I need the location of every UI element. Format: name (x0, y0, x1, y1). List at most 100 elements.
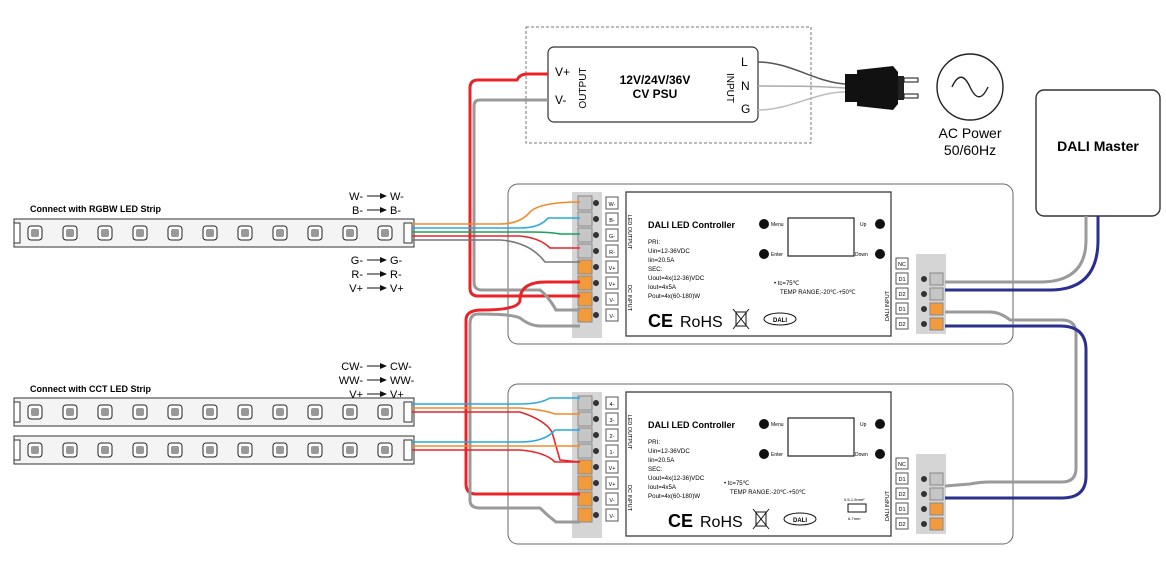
terminal-hole (593, 232, 599, 238)
terminal-screw (577, 491, 593, 507)
terminal-screw (577, 427, 593, 443)
ac-plug-icon (845, 66, 919, 110)
led-chip-core (101, 408, 109, 416)
terminal-hole (921, 306, 927, 312)
pair-from-label: B- (352, 205, 363, 217)
sine-wave-icon (951, 76, 989, 98)
spec-iout: Iout=4x5A (648, 484, 677, 491)
led-chip-core (66, 229, 74, 237)
up-label: Up (860, 222, 867, 228)
wire-rgbw-w (412, 201, 581, 225)
dali-logo-outline (783, 512, 817, 526)
terminal-hole (593, 416, 599, 422)
terminal-screw (929, 502, 944, 516)
display-screen (787, 217, 855, 257)
arrow-head-icon (380, 257, 387, 263)
terminal-label-box (605, 308, 619, 322)
led-chip-core (381, 446, 389, 454)
spec-uout: Uout=4x(12-36)VDC (648, 275, 705, 282)
terminal-hole (593, 464, 599, 470)
wire-spec-label: 0.5-1.5mm² (844, 497, 865, 502)
ac-frequency-label: 50/60Hz (944, 142, 996, 158)
led-chip-core (171, 446, 179, 454)
wire-strip-icon (847, 503, 867, 513)
terminal-screw (577, 443, 593, 459)
led-chip-core (171, 408, 179, 416)
spec-iin: Iin=20.5A (648, 457, 675, 464)
terminal-screw (929, 287, 944, 301)
strip-spec-label: 6-7mm (848, 516, 861, 521)
pair-to-label: V+ (390, 389, 404, 401)
terminal-label: R- (609, 250, 615, 256)
pair-to-label: B- (390, 205, 401, 217)
terminal-hole (593, 280, 599, 286)
terminal-screw (577, 307, 593, 323)
terminal-hole (593, 512, 599, 518)
terminal-screw (577, 411, 593, 427)
dali-input-label: DALI INPUT (885, 290, 891, 321)
terminal-screw (929, 472, 944, 486)
terminal-label: V- (609, 498, 614, 504)
dali-logo-outline (763, 312, 797, 326)
terminal-screw (577, 395, 593, 411)
terminal-hole (921, 521, 927, 527)
terminal-label: V- (609, 514, 614, 520)
left-terminal-block: W-B-G-R-V+V+V-V- (572, 192, 619, 338)
led-chip-core (311, 446, 319, 454)
menu-label: Menu (771, 222, 784, 228)
up-button (875, 419, 885, 429)
weee-bin-icon (752, 508, 770, 530)
controller-title: DALI LED Controller (648, 420, 735, 430)
dc-input-label: DC INPUT (626, 285, 632, 312)
psu-title-line1: 12V/24V/36V (620, 73, 691, 87)
wire-psu-vminus (472, 98, 580, 312)
cct-pair-labels: CW-CW-WW-WW-V+V+ (339, 361, 415, 401)
up-label: Up (860, 422, 867, 428)
psu-output-label: OUTPUT (578, 67, 589, 108)
terminal-label: D1 (898, 307, 905, 313)
led-chip-core (276, 229, 284, 237)
terminal-label: V+ (609, 466, 616, 472)
terminal-screw (577, 275, 593, 291)
led-chip-core (31, 229, 39, 237)
terminal-label: D2 (898, 292, 905, 298)
terminal-hole (921, 506, 927, 512)
terminal-label: D2 (898, 322, 905, 328)
wire-cct1-ww (412, 407, 580, 415)
wire-dali-d2-top (945, 216, 1100, 292)
tc-label: • tc=75℃ (774, 281, 800, 287)
pair-from-label: CW- (341, 361, 363, 373)
strip-end-right (403, 439, 413, 461)
arrow-head-icon (380, 391, 387, 397)
tc-label: • tc=75℃ (724, 481, 750, 487)
strip-end-right (403, 401, 413, 423)
terminal-screw (577, 227, 593, 243)
pair-from-label: G- (351, 255, 364, 267)
led-chip-core (31, 408, 39, 416)
terminal-label: W- (609, 202, 616, 208)
led-chip-core (276, 446, 284, 454)
wire-rgbw-vplus (412, 239, 580, 263)
terminal-label-box (605, 508, 619, 522)
strip-end-left (13, 439, 21, 461)
terminal-label-box (605, 260, 619, 274)
arrow-head-icon (380, 271, 387, 277)
ce-logo: CE (668, 511, 693, 531)
led-chip-core (241, 229, 249, 237)
spec-pri: PRI: (648, 239, 660, 246)
spec-pout: Pout=4x(60-180)W (648, 293, 700, 300)
terminal-label-box (605, 396, 619, 410)
wire-rgbw-r (412, 235, 580, 249)
led-chip-core (311, 229, 319, 237)
terminal-label-box (895, 287, 909, 300)
terminal-label-box (605, 476, 619, 490)
terminal-label: V+ (609, 282, 616, 288)
terminal-label-box (605, 492, 619, 506)
menu-button (759, 419, 769, 429)
terminal-hole (593, 264, 599, 270)
terminal-label: V+ (609, 266, 616, 272)
controller-panel (625, 391, 892, 537)
led-chip-core (171, 229, 179, 237)
terminal-label: 4- (610, 402, 615, 408)
